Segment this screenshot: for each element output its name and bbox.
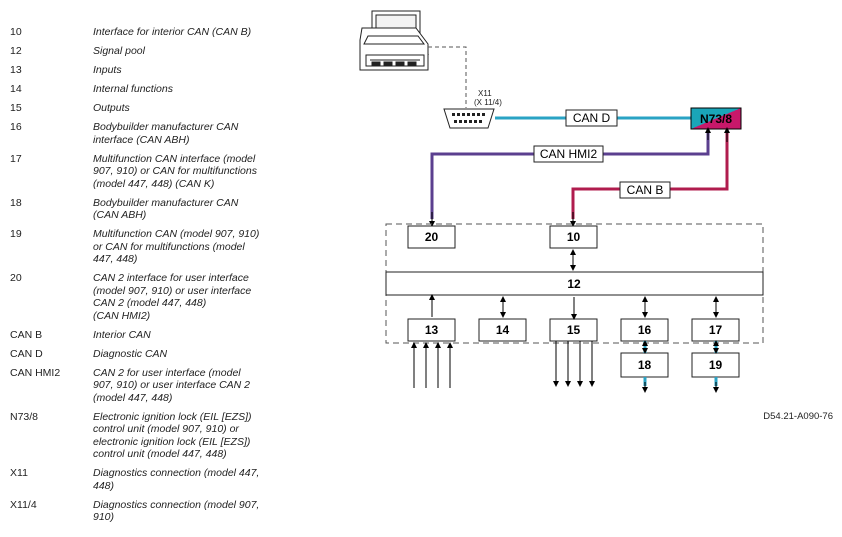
- box-13: [407, 318, 456, 342]
- box-10: [549, 225, 598, 249]
- legend-description: CAN 2 interface for user interface (mode…: [93, 272, 252, 322]
- can-hmi2-label-box: [533, 145, 604, 163]
- legend-description: Bodybuilder manufacturer CAN (CAN ABH): [93, 196, 239, 222]
- legend-row: 13 Inputs: [10, 64, 280, 77]
- legend-key: CAN B: [10, 328, 43, 341]
- legend-row: CAN D Diagnostic CAN: [10, 348, 280, 361]
- legend-row: 19 Multifunction CAN (model 907, 910) or …: [10, 228, 280, 266]
- legend-description: Signal pool: [93, 45, 145, 57]
- can-d-label: CAN D: [573, 111, 611, 125]
- legend-key: N73/8: [10, 410, 39, 423]
- legend-description: Diagnostics connection (model 447, 448): [93, 467, 260, 492]
- can-hmi2-line: [430, 130, 710, 219]
- box-10-label: 10: [567, 230, 581, 244]
- box-16-label: 16: [638, 323, 652, 337]
- can-b-label: CAN B: [627, 183, 664, 197]
- legend-description: Multifunction CAN (model 907, 910) or CA…: [93, 228, 260, 265]
- legend-description: Inputs: [93, 64, 122, 76]
- box-20-label: 20: [425, 230, 439, 244]
- legend-key: 15: [10, 102, 22, 114]
- diagnostic-connector: [443, 108, 495, 129]
- legend-row: X11/4 Diagnostics connection (model 907, …: [10, 499, 280, 524]
- legend-list: 10 Interface for interior CAN (CAN B) 12 Si…: [10, 26, 280, 530]
- legend-key: 12: [10, 45, 22, 57]
- input-arrows: [411, 342, 453, 388]
- box-15-label: 15: [567, 323, 581, 337]
- legend-key: 10: [10, 26, 22, 38]
- legend-row: CAN B Interior CAN: [10, 329, 280, 342]
- can-hmi2-label: CAN HMI2: [540, 147, 598, 161]
- can-b-label-box: [619, 181, 671, 199]
- legend-description: Bodybuilder manufacturer CAN interface (…: [93, 121, 239, 146]
- legend-description: Outputs: [93, 102, 130, 114]
- legend-description: Internal functions: [93, 83, 173, 95]
- legend-key: 18: [10, 196, 22, 209]
- diagnostic-cable: [428, 46, 467, 108]
- legend-row: 18 Bodybuilder manufacturer CAN (CAN ABH): [10, 197, 280, 222]
- legend-key: CAN HMI2: [10, 366, 61, 379]
- legend-key: CAN D: [10, 347, 43, 360]
- legend-description: CAN 2 for user interface (model 907, 910…: [93, 366, 250, 404]
- legend-key: 16: [10, 121, 22, 133]
- legend-row: 20 CAN 2 interface for user interface (mo…: [10, 272, 280, 322]
- legend-row: 17 Multifunction CAN interface (model 907…: [10, 153, 280, 191]
- box-17-label: 17: [709, 323, 723, 337]
- legend-row: 10 Interface for interior CAN (CAN B): [10, 26, 280, 39]
- legend-key: 17: [10, 152, 22, 165]
- legend-description: Diagnostics connection (model 907, 910): [93, 498, 260, 524]
- legend-row: 12 Signal pool: [10, 45, 280, 58]
- can-d-label-box: [565, 109, 618, 127]
- laptop-icon: [359, 10, 430, 71]
- legend-description: Electronic ignition lock (EIL [EZS]) con…: [93, 410, 252, 461]
- legend-row: X11 Diagnostics connection (model 447, 44…: [10, 467, 280, 492]
- legend-description: Interior CAN: [93, 328, 151, 341]
- legend-key: 20: [10, 272, 22, 284]
- box-13-label: 13: [425, 323, 439, 337]
- legend-row: 16 Bodybuilder manufacturer CAN interface…: [10, 121, 280, 146]
- legend-row: 15 Outputs: [10, 102, 280, 115]
- legend-row: 14 Internal functions: [10, 83, 280, 96]
- box-14: [478, 318, 527, 342]
- output-arrows: [553, 341, 595, 387]
- legend-key: 13: [10, 64, 22, 76]
- legend-description: Interface for interior CAN (CAN B): [93, 26, 252, 38]
- legend-description: Multifunction CAN interface (model 907, …: [93, 152, 257, 190]
- box-19-label: 19: [709, 358, 723, 372]
- box-20: [407, 225, 456, 249]
- legend-key: 19: [10, 228, 22, 240]
- legend-key: X11/4: [10, 498, 37, 511]
- legend-row: CAN HMI2 CAN 2 for user interface (model …: [10, 367, 280, 405]
- legend-row: N73/8 Electronic ignition lock (EIL [EZS]…: [10, 411, 280, 461]
- figure-id: D54.21-A090-76: [763, 411, 833, 422]
- ecu-n73-8: [690, 107, 742, 130]
- box-12-signal-pool: [385, 271, 764, 296]
- box-14-label: 14: [496, 323, 510, 337]
- legend-key: 14: [10, 83, 22, 95]
- legend-key: X11: [10, 467, 28, 479]
- legend-description: Diagnostic CAN: [93, 347, 168, 360]
- can-b-line: [571, 132, 729, 219]
- ecu-n73-8-label: N73/8: [700, 112, 732, 126]
- connector-label-x11: X11: [478, 89, 492, 98]
- box-12-label: 12: [567, 277, 581, 291]
- box-18-label: 18: [638, 358, 652, 372]
- connector-label-x11-4: (X 11/4): [474, 98, 502, 107]
